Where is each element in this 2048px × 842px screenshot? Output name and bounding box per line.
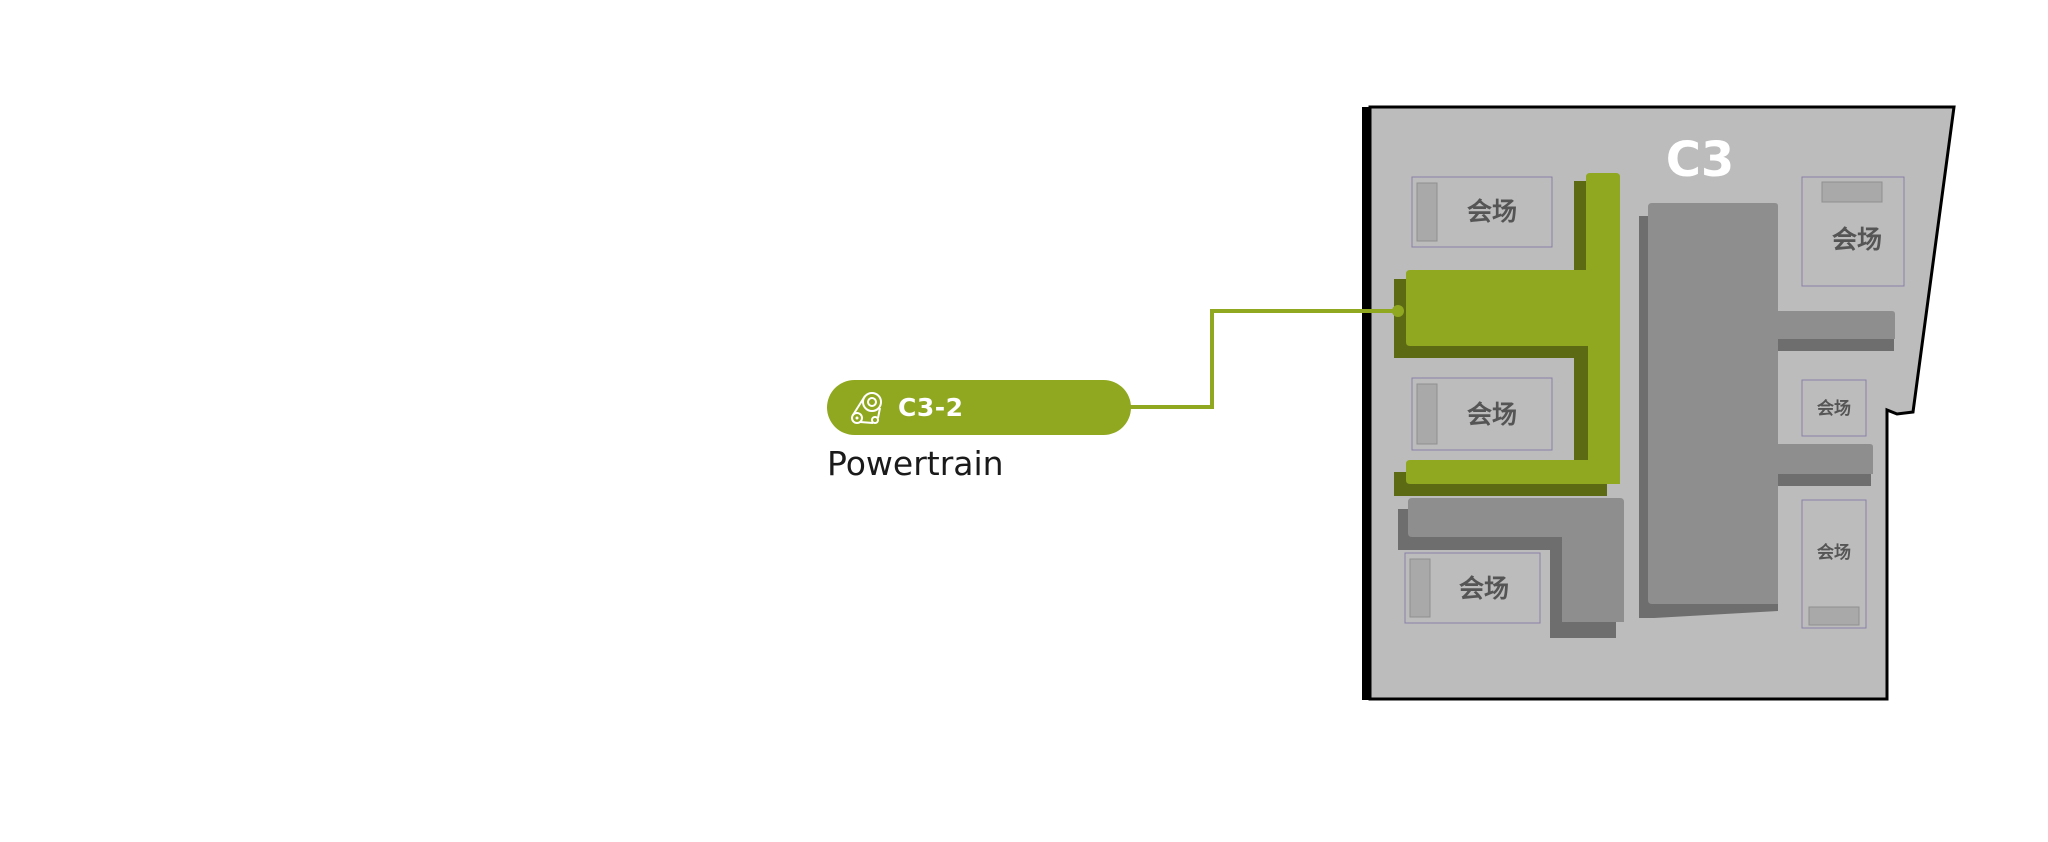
- exhibition-block-right[interactable]: [1639, 203, 1895, 618]
- zone-c3-2-highlight[interactable]: [1394, 173, 1620, 496]
- venue-label: 会场: [1817, 542, 1851, 563]
- zone-name: Powertrain: [827, 444, 1004, 483]
- venue-label: 会场: [1832, 225, 1882, 254]
- hall-c3-label: C3: [1666, 132, 1735, 188]
- connector-dot: [1392, 305, 1404, 317]
- powertrain-belt-icon: [851, 392, 882, 424]
- venue-label: 会场: [1467, 197, 1517, 226]
- venue-room[interactable]: 会场: [1801, 379, 1867, 437]
- venue-room[interactable]: 会场: [1411, 377, 1553, 451]
- venue-room[interactable]: 会场: [1411, 176, 1553, 248]
- venue-label: 会场: [1467, 400, 1517, 429]
- venue-label: 会场: [1817, 398, 1851, 419]
- venue-label: 会场: [1459, 574, 1509, 603]
- zone-c3-2-pill[interactable]: C3-2: [827, 380, 1131, 435]
- venue-room[interactable]: 会场: [1801, 499, 1867, 629]
- connector-line: [1128, 309, 1398, 409]
- exhibition-block-c3-3[interactable]: [1398, 498, 1624, 638]
- venue-room[interactable]: 会场: [1801, 176, 1905, 287]
- zone-code: C3-2: [898, 393, 964, 422]
- venue-room[interactable]: 会场: [1404, 552, 1541, 624]
